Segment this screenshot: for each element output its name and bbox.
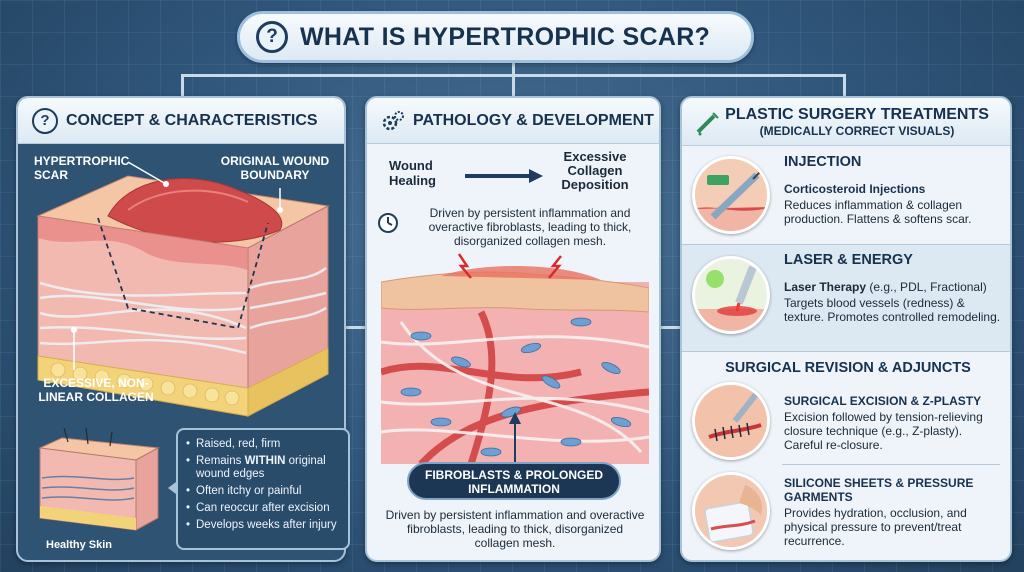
excision-description: Excision followed by tension-relieving c… [784, 410, 983, 452]
connector-left-mid [346, 326, 365, 329]
injection-title: INJECTION [784, 154, 862, 170]
list-item-text: Remains [196, 455, 245, 467]
question-icon: ? [256, 21, 288, 53]
connector-mid [512, 74, 515, 96]
list-item-text: original wound edges [196, 455, 326, 480]
treatments-heading: PLASTIC SURGERY TREATMENTS [725, 105, 989, 123]
list-item-emphasis: WITHIN [244, 455, 286, 467]
fibroblast-tissue-illustration [381, 253, 649, 464]
connector-right [843, 74, 846, 96]
excision-illustration [692, 382, 770, 460]
question-icon: ? [32, 107, 58, 134]
concept-heading: CONCEPT & CHARACTERISTICS [66, 111, 318, 129]
silicone-subtitle: SILICONE SHEETS & PRESSURE GARMENTS [784, 476, 974, 504]
list-item: Often itchy or painful [186, 485, 340, 498]
laser-subtitle: Laser Therapy [784, 280, 867, 294]
treatments-subheading: (MEDICALLY CORRECT VISUALS) [759, 123, 955, 138]
gears-icon [382, 110, 404, 130]
clock-icon [378, 213, 398, 233]
silicone-illustration [692, 472, 770, 550]
injection-illustration [692, 156, 770, 234]
title-banner: ? WHAT IS HYPERTROPHIC SCAR? [237, 11, 754, 63]
list-item: Raised, red, firm [186, 438, 340, 451]
pathology-description-top: Driven by persistent inflammation and ov… [428, 206, 632, 248]
divider [682, 351, 1010, 352]
connector-center-top [512, 63, 515, 77]
list-item: Remains WITHIN original wound edges [186, 455, 340, 481]
list-item: Develops weeks after injury [186, 519, 340, 532]
laser-title: LASER & ENERGY [784, 252, 913, 268]
flow-wound-healing: Wound Healing [389, 158, 436, 188]
pathology-heading: PATHOLOGY & DEVELOPMENT [413, 111, 654, 129]
silicone-description: Provides hydration, occlusion, and physi… [784, 506, 967, 548]
label-hypertrophic-scar: HYPERTROPHIC SCAR [34, 154, 130, 182]
pathology-description-bottom: Driven by persistent inflammation and ov… [385, 508, 645, 550]
concept-panel: ? CONCEPT & CHARACTERISTICS HYPERTROPHIC… [16, 96, 350, 562]
injection-subtitle: Corticosteroid Injections [784, 182, 926, 196]
excision-subtitle: SURGICAL EXCISION & Z-PLASTY [784, 394, 982, 408]
arrow-right-icon [465, 169, 543, 183]
laser-description: Targets blood vessels (redness) & textur… [784, 296, 1001, 324]
connector-left [181, 74, 184, 96]
list-item: Can reoccur after excision [186, 502, 340, 515]
page-title: WHAT IS HYPERTROPHIC SCAR? [300, 22, 711, 51]
syringe-icon [696, 112, 719, 136]
concept-panel-header: ? CONCEPT & CHARACTERISTICS [18, 98, 344, 144]
treatments-panel-header: PLASTIC SURGERY TREATMENTS (MEDICALLY CO… [682, 98, 1010, 146]
characteristics-list: Raised, red, firm Remains WITHIN origina… [176, 428, 350, 550]
fibroblasts-inflammation-label: FIBROBLASTS & PROLONGED INFLAMMATION [407, 462, 621, 500]
divider [682, 244, 1010, 245]
pathology-panel-header: PATHOLOGY & DEVELOPMENT [367, 98, 659, 144]
laser-illustration [692, 256, 770, 334]
laser-subtitle-line: Laser Therapy (e.g., PDL, Fractional) [784, 280, 1008, 294]
label-healthy-skin: Healthy Skin [46, 539, 113, 551]
flow-collagen-deposition: Excessive Collagen Deposition [561, 149, 629, 192]
laser-subtitle-note: (e.g., PDL, Fractional) [866, 280, 987, 294]
divider [782, 464, 1000, 465]
skin-cross-section-illustration [36, 161, 330, 531]
label-excessive-collagen: EXCESSIVE, NON-LINEAR COLLAGEN [38, 376, 154, 404]
label-wound-boundary: ORIGINAL WOUND BOUNDARY [220, 154, 330, 182]
surgical-revision-title: SURGICAL REVISION & ADJUNCTS [725, 360, 971, 376]
injection-description: Reduces inflammation & collagen producti… [784, 198, 972, 226]
connector-mid-right [661, 326, 680, 329]
treatments-panel: PLASTIC SURGERY TREATMENTS (MEDICALLY CO… [680, 96, 1012, 562]
